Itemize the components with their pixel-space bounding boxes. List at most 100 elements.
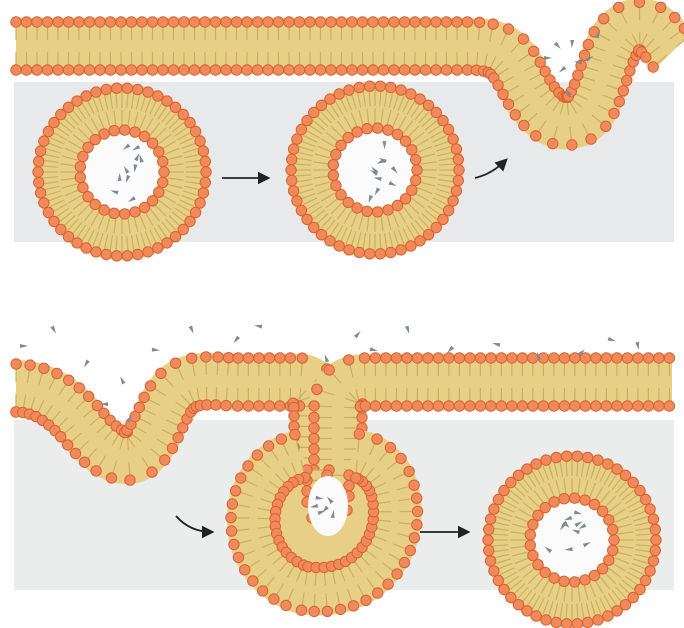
lipid-head [296, 205, 306, 215]
lipid-head [336, 65, 346, 75]
cargo-molecule-icon [635, 342, 640, 351]
lipid-head [122, 83, 132, 93]
lipid-head [360, 401, 370, 411]
lipid-head [365, 81, 375, 91]
lipid-head [603, 611, 613, 621]
lipid-head [126, 65, 136, 75]
lipid-head [263, 441, 273, 451]
lipid-head [391, 401, 401, 411]
lipid-head [305, 17, 315, 27]
lipid-head [528, 550, 538, 560]
lipid-head [344, 355, 354, 365]
lipid-head [242, 65, 252, 75]
lipid-head [347, 65, 357, 75]
cargo-molecule-icon [405, 326, 411, 335]
lipid-head [42, 65, 52, 75]
lipid-head [230, 486, 240, 496]
lipid-head [158, 156, 168, 166]
lipid-head [315, 65, 325, 75]
lipid-head [391, 353, 401, 363]
lipid-head [452, 65, 462, 75]
lipid-head [444, 353, 454, 363]
lipid-head [201, 167, 211, 177]
lipid-head [223, 353, 233, 363]
lipid-head [233, 552, 243, 562]
lipid-head [510, 110, 520, 120]
lipid-head [396, 85, 406, 95]
lipid-head [392, 200, 402, 210]
lipid-head [541, 455, 551, 465]
lipid-head [74, 17, 84, 27]
lipid-head [210, 65, 220, 75]
lipid-head [143, 247, 153, 257]
cargo-molecule-icon [189, 326, 196, 335]
lipid-head [79, 457, 89, 467]
lipid-head [288, 186, 298, 196]
lipid-head [190, 126, 200, 136]
lipid-head [507, 401, 517, 411]
lipid-head [357, 412, 367, 422]
lipid-head [589, 570, 599, 580]
lipid-head [344, 85, 354, 95]
lipid-head [618, 86, 628, 96]
cargo-molecule-icon [232, 336, 240, 345]
lipid-head [158, 177, 168, 187]
lipid-head [383, 579, 393, 589]
lipid-head [420, 17, 430, 27]
lipid-head [622, 353, 632, 363]
lipid-head [179, 65, 189, 75]
lipid-head [254, 353, 264, 363]
lipid-head [334, 89, 344, 99]
lipid-head [116, 65, 126, 75]
lipid-head [362, 124, 372, 134]
lipid-head [309, 454, 319, 464]
lipid-head [392, 569, 402, 579]
lipid-head [292, 134, 302, 144]
lipid-head [35, 188, 45, 198]
lipid-head [252, 450, 262, 460]
lipid-head [503, 99, 513, 109]
lipid-head [373, 588, 383, 598]
lipid-head [372, 434, 382, 444]
lipid-head [370, 353, 380, 363]
lipid-head [412, 401, 422, 411]
lipid-head [126, 17, 136, 27]
lipid-head [53, 65, 63, 75]
lipid-head [116, 17, 126, 27]
lipid-head [328, 160, 338, 170]
lipid-head [154, 147, 164, 157]
lipid-head [284, 17, 294, 27]
lipid-head [84, 17, 94, 27]
lipid-head [226, 526, 236, 536]
lipid-head [454, 401, 464, 411]
lipid-head [287, 154, 297, 164]
lipid-head [78, 151, 88, 161]
cargo-molecule-icon [82, 360, 90, 369]
lipid-head [139, 392, 149, 402]
cargo-molecule-icon [554, 42, 562, 51]
lipid-head [201, 352, 211, 362]
lipid-head [133, 249, 143, 259]
lipid-head [106, 473, 116, 483]
lipid-head [399, 557, 409, 567]
lipid-head [309, 433, 319, 443]
lipid-head [226, 512, 236, 522]
lipid-head [137, 65, 147, 75]
lipid-head [415, 236, 425, 246]
lipid-head [431, 65, 441, 75]
lipid-head [648, 556, 658, 566]
lipid-head [601, 401, 611, 411]
cargo-molecule-icon [558, 66, 567, 74]
lipid-head [533, 560, 543, 570]
lipid-head [74, 383, 84, 393]
lipid-head [522, 464, 532, 474]
lipid-head [153, 243, 163, 253]
lipid-head [62, 440, 72, 450]
lipid-head [525, 530, 535, 540]
lipid-head [562, 451, 572, 461]
lipid-head [359, 353, 369, 363]
lipid-head [609, 535, 619, 545]
lipid-head [412, 353, 422, 363]
lipid-head [34, 177, 44, 187]
